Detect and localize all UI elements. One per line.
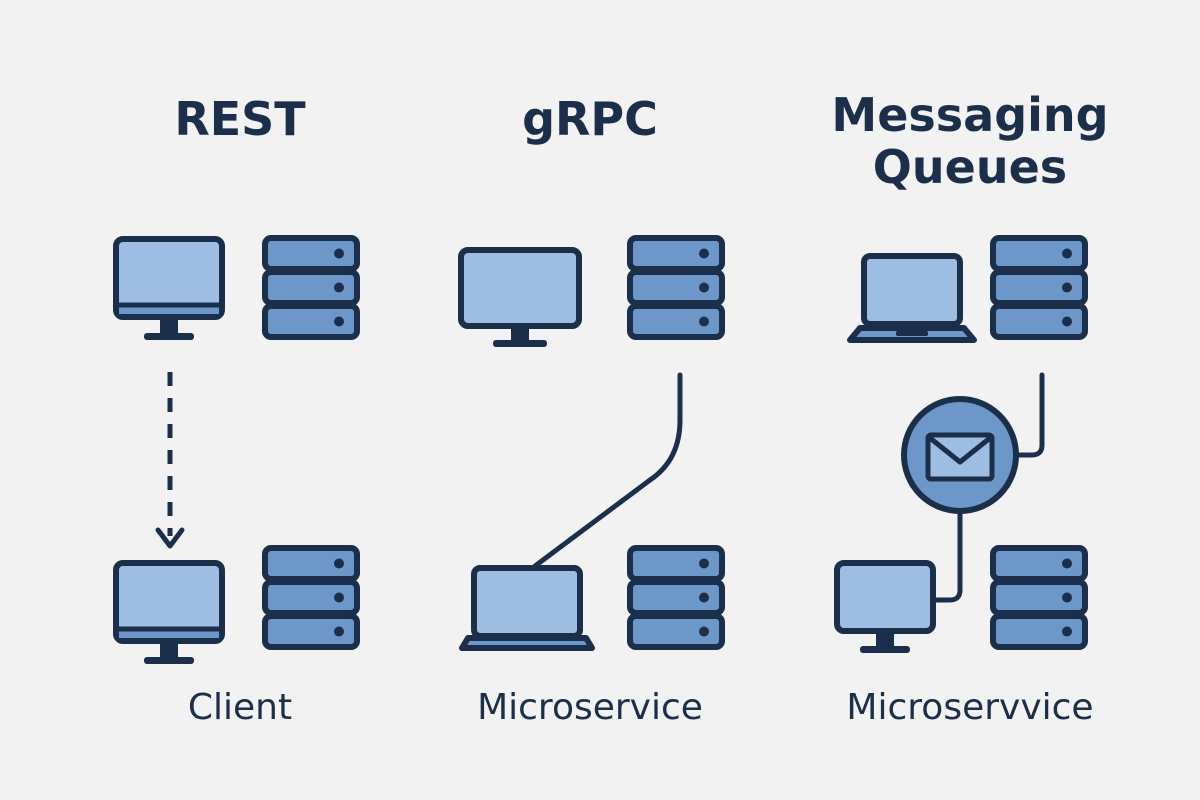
rest-dashed-arrow <box>155 372 185 549</box>
grpc-title: gRPC <box>522 92 658 146</box>
messaging-caption: Microservvice <box>846 687 1094 728</box>
messaging-title-line2: Queues <box>872 140 1068 194</box>
rest-title: REST <box>174 92 306 146</box>
mq-top-server-icon <box>993 238 1085 337</box>
grpc-top-monitor-icon <box>461 250 579 347</box>
rest-bottom-monitor-icon <box>116 563 222 664</box>
envelope-icon <box>925 432 995 482</box>
grpc-bottom-laptop-icon <box>459 565 595 651</box>
grpc-top-server-icon <box>630 238 722 337</box>
rest-caption: Client <box>187 687 293 728</box>
grpc-bottom-server-icon <box>630 548 722 647</box>
mq-connector-lines <box>931 372 1045 603</box>
mq-bottom-monitor-icon <box>834 560 936 653</box>
grpc-caption: Microservice <box>477 687 703 728</box>
grpc-connector-line <box>532 372 683 569</box>
rest-top-monitor-icon <box>116 239 222 340</box>
messaging-title-line1: Messaging <box>831 88 1109 142</box>
message-badge <box>901 396 1019 514</box>
mq-top-laptop-icon <box>850 256 974 340</box>
rest-top-server-icon <box>265 238 357 337</box>
rest-bottom-server-icon <box>265 548 357 647</box>
mq-bottom-server-icon <box>993 548 1085 647</box>
